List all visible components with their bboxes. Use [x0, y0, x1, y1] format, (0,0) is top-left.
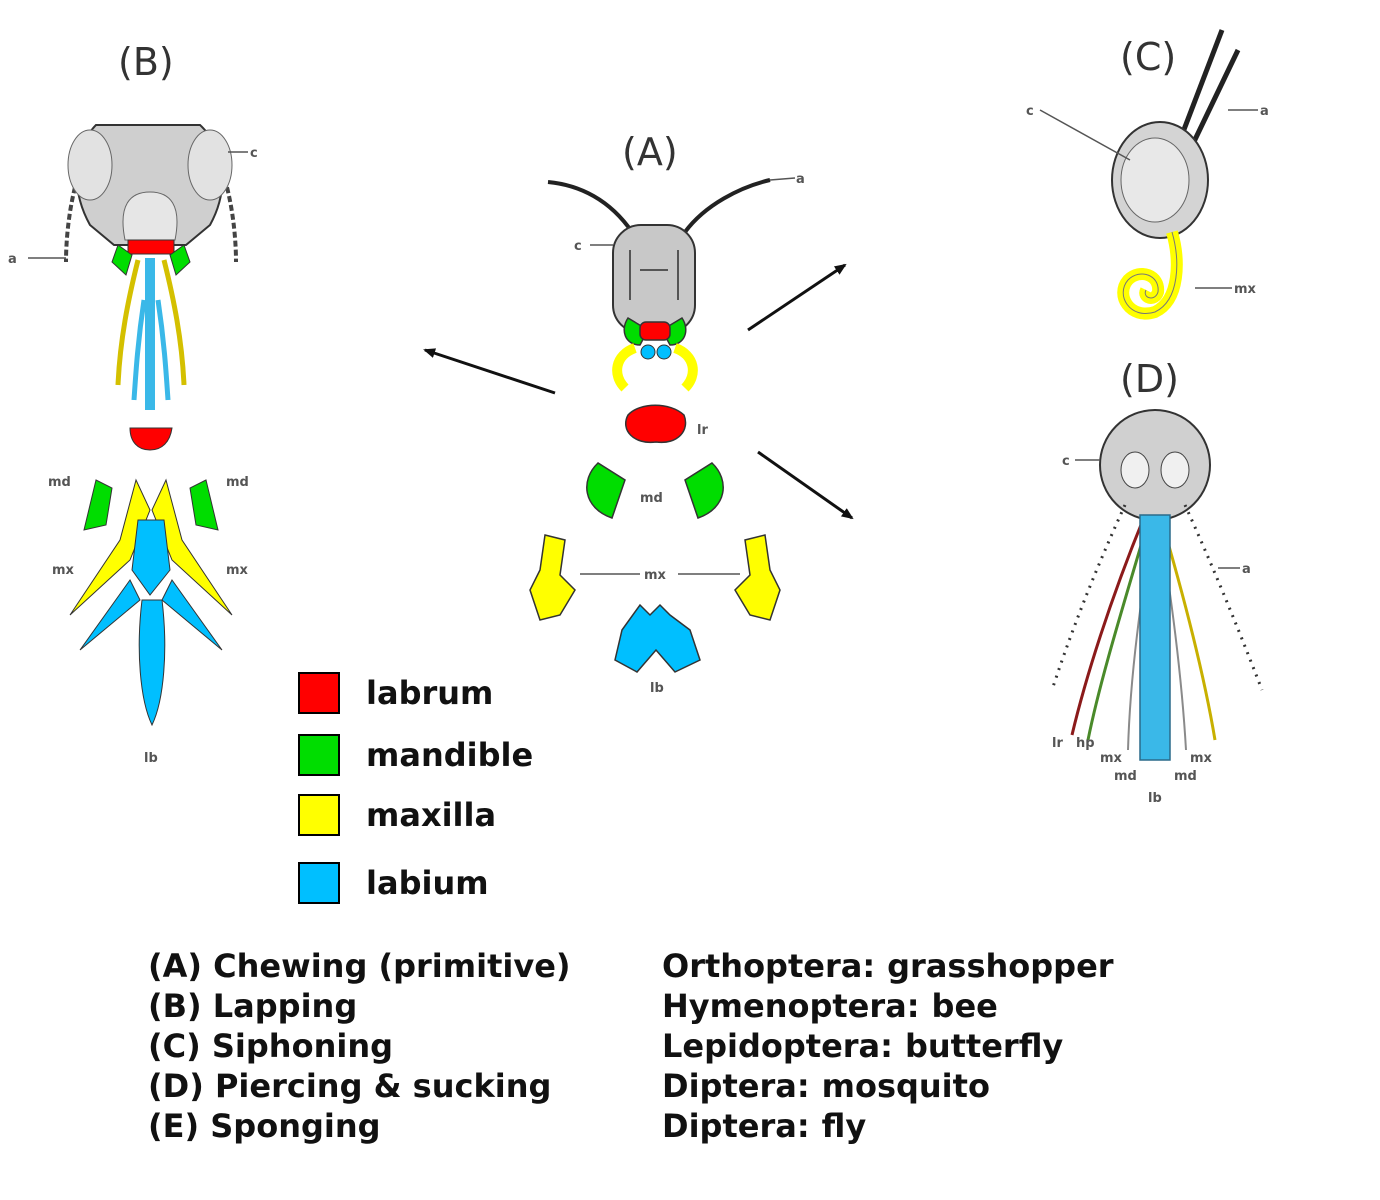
label-mandible-d-right: md [1174, 769, 1197, 784]
label-clypeus-b: c [250, 146, 258, 161]
order-a: Orthoptera: [662, 947, 876, 985]
labrum-b [129, 427, 173, 451]
labium-d [1139, 514, 1171, 761]
diagram-figure: (A) a c lr md mx lb (B) [8, 29, 1269, 806]
panel-d-title: (D) [1120, 357, 1179, 401]
arrow-to-d [757, 450, 854, 520]
label-antenna-b: a [8, 252, 17, 267]
insect-examples: Orthoptera: grasshopper Hymenoptera: bee L… [662, 946, 1114, 1146]
mandible-b-left [83, 479, 113, 531]
order-c: Lepidoptera: [662, 1027, 893, 1065]
order-b: Hymenoptera: [662, 987, 920, 1025]
label-mandible-md: md [640, 491, 663, 506]
mouthpart-types: (A) Chewing (primitive) (B) Lapping (C) … [148, 946, 571, 1146]
type-d: (D) Piercing & sucking [148, 1067, 552, 1105]
example-c: Lepidoptera: butterfly [662, 1026, 1114, 1066]
labrum-a [625, 404, 687, 444]
example-e: Diptera: fly [662, 1106, 1114, 1146]
antenna-c-right [1187, 48, 1241, 152]
panel-a-title: (A) [622, 130, 678, 174]
type-c: (C) Siphoning [148, 1027, 393, 1065]
order-e: Diptera: [662, 1107, 810, 1145]
legend-item-mandible: mandible [298, 734, 598, 780]
mandible-a-left [586, 462, 626, 519]
label-labium-lb: lb [650, 681, 664, 696]
example-d: Diptera: mosquito [662, 1066, 1114, 1106]
legend-swatch-maxilla [298, 794, 340, 836]
label-antenna-d: a [1242, 562, 1251, 577]
label-antenna-a: a [796, 172, 805, 187]
antenna-left [547, 180, 634, 234]
stylet-labrum [1070, 514, 1147, 736]
label-labrum-lr: lr [697, 423, 708, 438]
label-maxilla-mx: mx [644, 568, 667, 583]
label-labium-b: lb [144, 751, 158, 766]
antenna-d-right [1183, 504, 1264, 691]
labium-a [614, 603, 701, 673]
arrow-to-c [747, 263, 847, 332]
label-labrum-d: lr [1052, 736, 1063, 751]
insect-d: mosquito [821, 1067, 990, 1105]
label-mandible-b-right: md [226, 475, 249, 490]
head-capsule-a [612, 224, 696, 334]
panel-c-title: (C) [1120, 35, 1176, 79]
example-a: Orthoptera: grasshopper [662, 946, 1114, 986]
legend-item-maxilla: maxilla [298, 794, 598, 840]
example-b: Hymenoptera: bee [662, 986, 1114, 1026]
legend-swatch-labium [298, 862, 340, 904]
maxilla-b-right [151, 478, 233, 616]
legend-label-labrum: labrum [366, 674, 494, 712]
insect-a: grasshopper [887, 947, 1114, 985]
order-d: Diptera: [662, 1067, 810, 1105]
proboscis-coiled [1117, 230, 1183, 320]
label-maxilla-b-right: mx [226, 563, 249, 578]
maxilla-a-left [529, 534, 576, 621]
insect-b: bee [931, 987, 998, 1025]
label-labium-d: lb [1148, 791, 1162, 806]
head-capsule-d [1099, 409, 1211, 521]
labium-b-glossa [138, 599, 166, 727]
type-b: (B) Lapping [148, 987, 358, 1025]
arrow-to-b [423, 348, 556, 395]
legend-label-mandible: mandible [366, 736, 534, 774]
legend-label-maxilla: maxilla [366, 796, 497, 834]
panel-d: (D) c a lr hp mx mx md md lb [1050, 357, 1264, 806]
insect-c: butterfly [904, 1027, 1064, 1065]
label-mandible-b-left: md [48, 475, 71, 490]
label-maxilla-b-left: mx [52, 563, 75, 578]
label-antenna-c: a [1260, 104, 1269, 119]
legend-swatch-labrum [298, 672, 340, 714]
legend-item-labium: labium [298, 862, 598, 908]
type-e: (E) Sponging [148, 1107, 381, 1145]
panel-a: (A) a c lr md mx lb [529, 130, 805, 696]
label-clypeus-d: c [1062, 454, 1070, 469]
panel-b-title: (B) [118, 40, 174, 84]
type-a: (A) Chewing (primitive) [148, 947, 571, 985]
label-maxilla-d-left: mx [1100, 751, 1123, 766]
mandible-a-right [684, 462, 724, 519]
label-maxilla-c: mx [1234, 282, 1257, 297]
mandible-b-right [189, 479, 219, 531]
label-clypeus-c-panel: c [1026, 104, 1034, 119]
labium-b-mentum [131, 519, 171, 596]
label-hypopharynx-d: hp [1076, 736, 1095, 751]
maxilla-a-right [734, 534, 781, 621]
antenna-c-left [1177, 29, 1225, 141]
legend-item-labrum: labrum [298, 672, 598, 718]
panel-c: (C) a c mx [1026, 29, 1269, 320]
label-clypeus-c: c [574, 239, 582, 254]
legend-swatch-mandible [298, 734, 340, 776]
panel-b: (B) a c md md mx mx lb [8, 40, 258, 766]
antenna-right [683, 178, 771, 234]
legend-label-labium: labium [366, 864, 489, 902]
label-maxilla-d-right: mx [1190, 751, 1213, 766]
insect-e: fly [821, 1107, 867, 1145]
maxilla-b-left [69, 478, 151, 616]
label-mandible-d-left: md [1114, 769, 1137, 784]
